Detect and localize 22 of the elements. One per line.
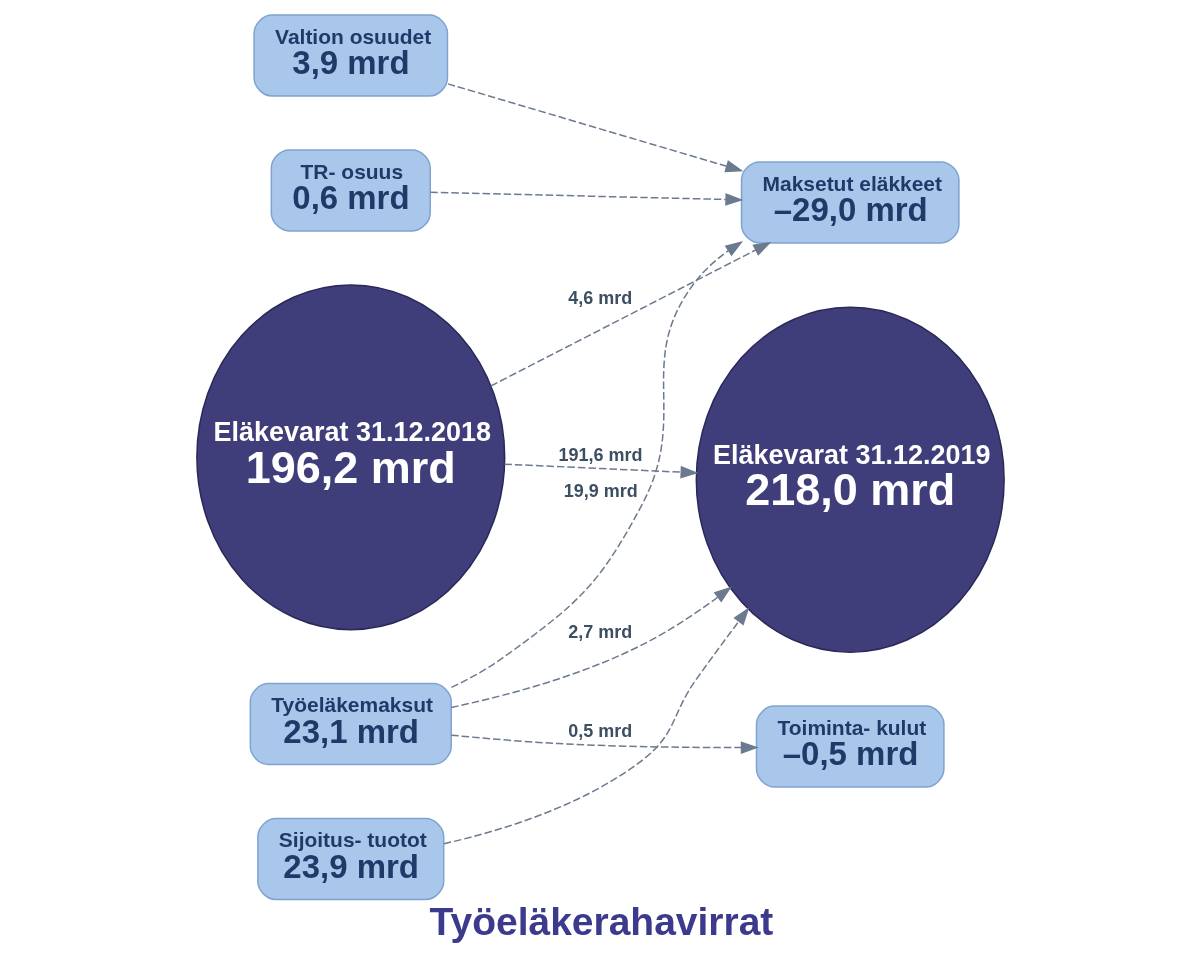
- edge-label: 0,5 mrd: [567, 720, 632, 741]
- edge-label: 19,9 mrd: [563, 480, 638, 501]
- edge-label: 4,6 mrd: [567, 287, 632, 308]
- node-ellipse: Eläkevarat 31.12.2018 196,2 mrd: [195, 283, 505, 630]
- arrow: [429, 191, 743, 206]
- arrow: [450, 586, 732, 708]
- node-box: Sijoitus- tuotot 23,9 mrd: [256, 817, 444, 900]
- arrow: [489, 241, 771, 387]
- arrow: [503, 462, 698, 478]
- edge-label: 2,7 mrd: [567, 621, 632, 642]
- node-box: Maksetut eläkkeet –29,0 mrd: [740, 160, 960, 244]
- arrow: [446, 82, 743, 172]
- edge-label: 191,6 mrd: [558, 444, 642, 465]
- caption: Työeläkerahavirrat: [429, 899, 773, 943]
- node-box: TR- osuus 0,6 mrd: [270, 148, 431, 232]
- arrow: [450, 240, 743, 688]
- node-ellipse: Eläkevarat 31.12.2019 218,0 mrd: [695, 306, 1005, 653]
- arrow: [450, 733, 759, 754]
- arrow: [442, 606, 749, 844]
- node-box: Toiminta- kulut –0,5 mrd: [755, 704, 945, 788]
- node-box: Valtion osuudet 3,9 mrd: [252, 13, 448, 97]
- node-box: Työeläkemaksut 23,1 mrd: [249, 682, 452, 765]
